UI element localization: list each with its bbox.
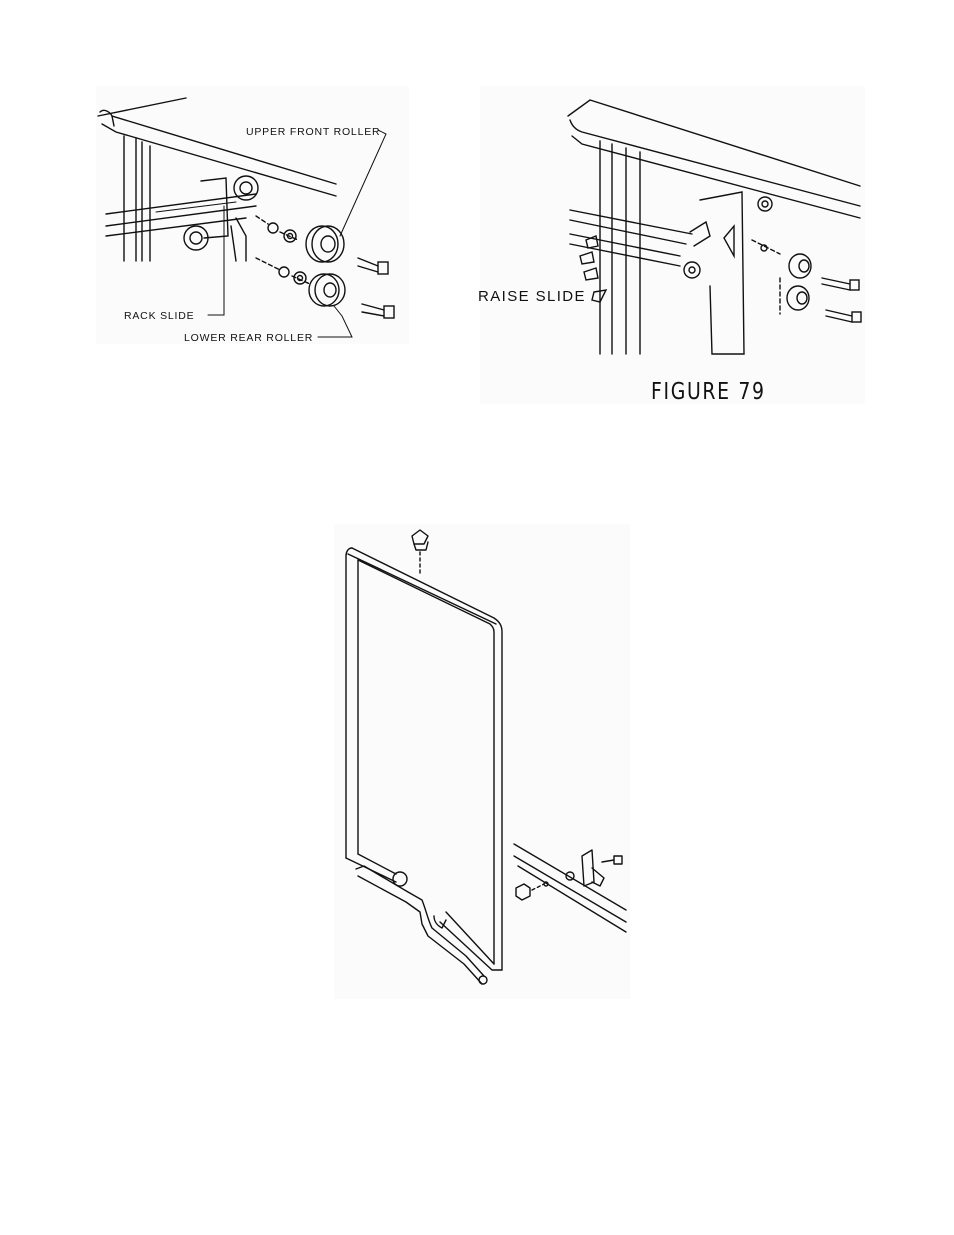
upper-front-roller-label: UPPER FRONT ROLLER: [246, 126, 380, 138]
roller-assembly-illustration: UPPER FRONT ROLLER RACK SLIDE LOWER REAR…: [96, 86, 409, 344]
raise-slide-label: RAISE SLIDE: [478, 288, 586, 305]
raise-slide-drawing: [480, 86, 865, 404]
raise-slide-illustration: RAISE SLIDE: [480, 86, 865, 404]
lower-rear-roller-label: LOWER REAR ROLLER: [184, 332, 313, 344]
roller-assembly-drawing: [96, 86, 409, 344]
rack-slide-label: RACK SLIDE: [124, 310, 194, 322]
rack-frame-illustration: [334, 524, 630, 999]
rack-frame-drawing: [334, 524, 630, 999]
figure-caption: FIGURE 79: [651, 379, 766, 405]
